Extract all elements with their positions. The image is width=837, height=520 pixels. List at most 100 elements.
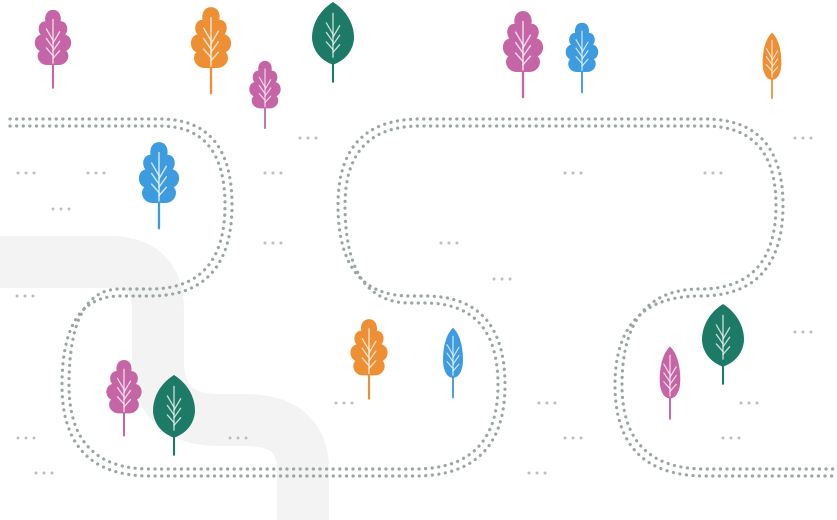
tree-green-leaf: [312, 1, 354, 83]
grass-dot: [86, 171, 90, 175]
grass-dot: [571, 436, 575, 440]
grass-dot: [543, 471, 547, 475]
grass-dot: [306, 136, 310, 140]
grass-dot: [793, 136, 797, 140]
tree-veins: [361, 328, 377, 375]
grass-dot: [228, 436, 232, 440]
grass-dot: [67, 207, 71, 211]
grass-dot: [271, 171, 275, 175]
grass-dot: [545, 401, 549, 405]
tree-green-leaf: [702, 304, 744, 385]
grass-dot: [342, 401, 346, 405]
tree-blue-oak: [565, 22, 599, 94]
grass-dot: [455, 241, 459, 245]
tree-pink-oak: [106, 360, 142, 437]
grass-marks: [15, 136, 813, 475]
grass-dot: [263, 171, 267, 175]
tree-veins: [150, 151, 168, 202]
grass-dot: [721, 436, 725, 440]
road: [0, 236, 329, 520]
grass-dot: [579, 171, 583, 175]
grass-dot: [809, 136, 813, 140]
tree-veins: [514, 20, 532, 71]
grass-dot: [15, 294, 19, 298]
grass-dot: [563, 436, 567, 440]
tree-veins: [166, 385, 182, 431]
tree-veins: [325, 12, 341, 58]
grass-dot: [334, 401, 338, 405]
grass-dot: [535, 471, 539, 475]
grass-dot: [508, 277, 512, 281]
tree-veins: [116, 368, 132, 413]
tree-veins: [575, 30, 589, 71]
grass-dot: [729, 436, 733, 440]
grass-dot: [579, 436, 583, 440]
grass-dot: [711, 171, 715, 175]
grass-dot: [102, 171, 106, 175]
grass-dot: [447, 241, 451, 245]
grass-dot: [24, 436, 28, 440]
grass-dot: [23, 294, 27, 298]
grass-dot: [236, 436, 240, 440]
dotted-path-inner: [8, 124, 837, 471]
grass-dot: [298, 136, 302, 140]
grass-dot: [350, 401, 354, 405]
grass-dot: [263, 241, 267, 245]
tree-veins: [765, 40, 779, 78]
grass-dot: [271, 241, 275, 245]
grass-dot: [439, 241, 443, 245]
tree-orange-slim: [762, 32, 782, 100]
trees: [34, 1, 782, 456]
tree-pink-slim: [659, 346, 681, 420]
grass-dot: [500, 277, 504, 281]
grass-dot: [16, 171, 20, 175]
grass-dot: [755, 401, 759, 405]
tree-pink-oak: [502, 11, 544, 99]
grass-dot: [34, 471, 38, 475]
grass-dot: [59, 207, 63, 211]
tree-blue-slim: [443, 327, 463, 399]
grass-dot: [50, 471, 54, 475]
grass-dot: [31, 294, 35, 298]
grass-dot: [801, 330, 805, 334]
grass-dot: [703, 171, 707, 175]
grass-dot: [32, 436, 36, 440]
grass-dot: [279, 241, 283, 245]
tree-pink-oak: [34, 9, 72, 89]
grass-dot: [94, 171, 98, 175]
tree-orange-oak: [190, 7, 232, 95]
grass-dot: [51, 207, 55, 211]
grass-dot: [244, 436, 248, 440]
grass-dot: [809, 330, 813, 334]
grass-dot: [537, 401, 541, 405]
tree-pink-oak: [249, 60, 281, 129]
tree-blue-oak: [138, 142, 180, 230]
grass-dot: [563, 171, 567, 175]
tree-veins: [663, 354, 677, 397]
tree-veins: [446, 335, 460, 376]
grass-dot: [279, 171, 283, 175]
grass-dot: [32, 171, 36, 175]
grass-dot: [737, 436, 741, 440]
tree-orange-oak: [350, 319, 388, 400]
grass-dot: [793, 330, 797, 334]
tree-veins: [45, 18, 61, 64]
grass-dot: [739, 401, 743, 405]
grass-dot: [571, 171, 575, 175]
tree-veins: [715, 314, 731, 360]
grass-dot: [553, 401, 557, 405]
grass-dot: [16, 436, 20, 440]
grass-dot: [314, 136, 318, 140]
grass-dot: [42, 471, 46, 475]
grass-dot: [527, 471, 531, 475]
tree-veins: [258, 68, 272, 108]
grass-dot: [747, 401, 751, 405]
dotted-path: [8, 117, 837, 478]
grass-dot: [719, 171, 723, 175]
grass-dot: [801, 136, 805, 140]
grass-dot: [492, 277, 496, 281]
grass-dot: [24, 171, 28, 175]
tree-veins: [202, 16, 220, 67]
tree-green-leaf: [153, 375, 195, 456]
